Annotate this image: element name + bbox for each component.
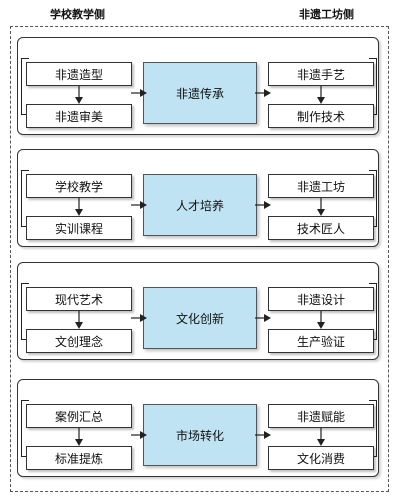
school-side-header: 学校教学侧 — [50, 8, 105, 21]
center-box: 文化创新 — [143, 287, 257, 349]
down-arrow-right — [317, 311, 325, 329]
arrow-to-center — [131, 89, 147, 97]
down-arrow-right — [317, 198, 325, 216]
right-bottom-box: 制作技术 — [268, 104, 374, 128]
down-arrow-left — [75, 86, 83, 104]
right-bottom-box: 文化消费 — [268, 446, 374, 470]
left-bottom-box: 非遗审美 — [26, 104, 132, 128]
down-arrow-left — [75, 198, 83, 216]
right-top-box: 非遗手艺 — [268, 62, 374, 86]
right-top-box: 非遗赋能 — [268, 404, 374, 428]
arrow-from-center — [255, 314, 271, 322]
left-top-box: 非遗造型 — [26, 62, 132, 86]
arrow-to-center — [131, 431, 147, 439]
left-bottom-box: 标准提炼 — [26, 446, 132, 470]
down-arrow-left — [75, 428, 83, 446]
left-top-box: 现代艺术 — [26, 287, 132, 311]
arrow-from-center — [255, 201, 271, 209]
center-box: 非遗传承 — [143, 62, 257, 124]
left-bracket — [21, 58, 29, 115]
down-arrow-right — [317, 428, 325, 446]
left-bracket — [21, 400, 29, 457]
left-bracket — [21, 170, 29, 227]
center-box: 市场转化 — [143, 404, 257, 466]
right-bottom-box: 技术匠人 — [268, 216, 374, 240]
right-bottom-box: 生产验证 — [268, 329, 374, 353]
workshop-side-header: 非遗工坊侧 — [299, 8, 354, 21]
arrow-to-center — [131, 314, 147, 322]
left-top-box: 案例汇总 — [26, 404, 132, 428]
right-top-box: 非遗设计 — [268, 287, 374, 311]
down-arrow-right — [317, 86, 325, 104]
arrow-to-center — [131, 201, 147, 209]
diagram-frame — [10, 26, 389, 492]
left-bottom-box: 实训课程 — [26, 216, 132, 240]
down-arrow-left — [75, 311, 83, 329]
arrow-from-center — [255, 431, 271, 439]
arrow-from-center — [255, 89, 271, 97]
left-top-box: 学校教学 — [26, 174, 132, 198]
right-top-box: 非遗工坊 — [268, 174, 374, 198]
left-bottom-box: 文创理念 — [26, 329, 132, 353]
left-bracket — [21, 283, 29, 340]
center-box: 人才培养 — [143, 174, 257, 236]
